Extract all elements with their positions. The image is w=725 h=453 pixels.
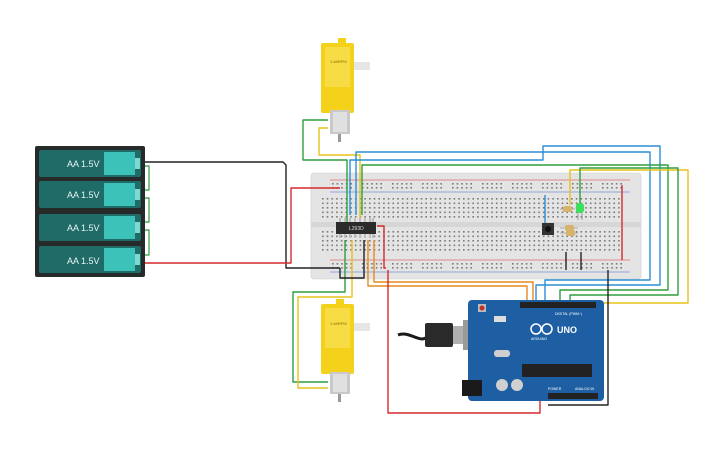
breadboard-holes[interactable] (322, 183, 622, 269)
board-brand-label: ARDUINO (531, 337, 547, 341)
wire-chip-orange-1[interactable] (367, 240, 528, 303)
wire-chip-green-top[interactable] (361, 164, 669, 303)
battery-label: AA 1.5V (67, 223, 100, 233)
power-header-label: POWER (548, 387, 562, 391)
wires (145, 119, 689, 414)
wire-chip-red[interactable] (377, 225, 386, 269)
arduino-logo (530, 323, 553, 335)
led-green[interactable] (576, 203, 584, 220)
wire-rail-black[interactable] (548, 270, 609, 406)
wire-chip-blue-2[interactable] (355, 151, 651, 303)
battery-cell-2[interactable]: AA 1.5V (39, 181, 141, 208)
wire-chip-orange-2[interactable] (373, 240, 534, 303)
digital-header-label: DIGITAL (PWM~) (555, 312, 582, 316)
battery-label: AA 1.5V (67, 190, 100, 200)
battery-cell-4[interactable]: AA 1.5V (39, 246, 141, 273)
chip-label: L293D (349, 226, 364, 232)
arduino-uno-board[interactable]: UNO ARDUINO DIGITAL (PWM~) POWER ANALOG … (462, 300, 604, 401)
push-button[interactable] (542, 223, 554, 235)
wire-motor1-yellow[interactable] (318, 127, 361, 230)
dc-motor-top[interactable]: 1:48RPM (321, 38, 370, 142)
battery-cell-1[interactable]: AA 1.5V (39, 150, 141, 177)
motor-label: 1:48RPM (330, 321, 347, 326)
wire-led-yellow[interactable] (569, 169, 689, 304)
analog-header-label: ANALOG IN (575, 387, 595, 391)
battery-pack[interactable]: AA 1.5V AA 1.5V AA 1.5V AA 1.5V (35, 146, 150, 277)
wire-battery-negative[interactable] (145, 187, 340, 264)
wire-arduino-5v-red[interactable] (387, 270, 541, 414)
motor-driver-chip[interactable]: L293D (336, 218, 376, 238)
battery-cell-3[interactable]: AA 1.5V (39, 214, 141, 241)
motor-label: 1:48RPM (330, 59, 347, 64)
battery-label: AA 1.5V (67, 159, 100, 169)
wire-motor2-green[interactable] (292, 240, 346, 383)
wire-motor1-green[interactable] (302, 119, 348, 230)
wire-chip-black[interactable] (339, 240, 365, 279)
wire-chip-blue-top[interactable] (349, 145, 661, 303)
resistor-2[interactable] (560, 225, 578, 231)
wire-battery-positive[interactable] (145, 161, 340, 269)
wire-led-green[interactable] (569, 167, 679, 303)
board-model-label: UNO (557, 325, 577, 335)
dc-motor-bottom[interactable]: 1:48RPM (321, 299, 370, 402)
resistor-3[interactable] (560, 230, 578, 236)
resistor-1[interactable] (560, 206, 575, 212)
battery-label: AA 1.5V (67, 256, 100, 266)
